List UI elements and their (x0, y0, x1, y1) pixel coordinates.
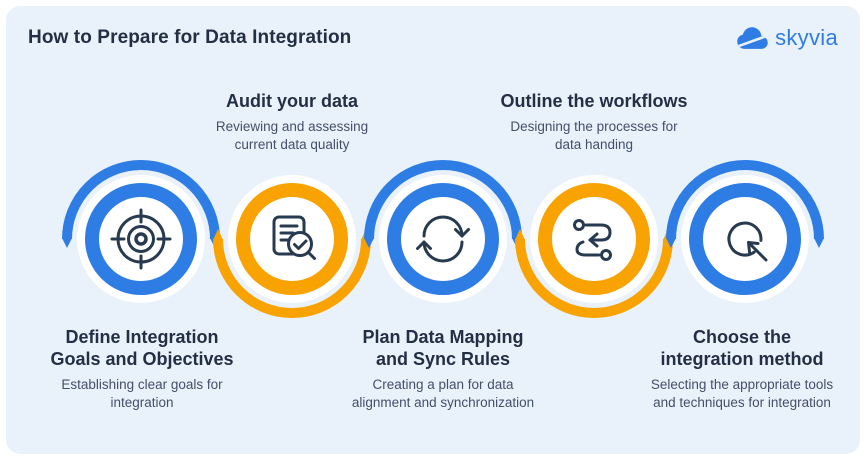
step-title: Choose the integration method (660, 327, 824, 369)
step-description: Designing the processes for data handing (510, 119, 678, 152)
step-1-label: Define Integration Goals and Objectives … (22, 326, 262, 412)
step-3-medallion (364, 160, 522, 303)
medallion-ring (387, 183, 499, 295)
document-audit-icon (272, 215, 316, 260)
step-5-label: Choose the integration method Selecting … (622, 326, 862, 412)
workflow-path-icon (573, 219, 612, 261)
skyvia-logo: skyvia (736, 25, 838, 51)
skyvia-cloud-icon (737, 27, 768, 49)
step-4-medallion (515, 175, 673, 318)
step-description: Selecting the appropriate tools and tech… (650, 377, 834, 410)
step-2-label: Audit your data Reviewing and assessing … (172, 90, 412, 154)
skyvia-logo-text: skyvia (775, 25, 838, 50)
page-title: How to Prepare for Data Integration (28, 27, 352, 48)
step-title: Outline the workflows (500, 91, 688, 111)
step-2-medallion (213, 175, 371, 318)
step-title: Plan Data Mapping and Sync Rules (362, 327, 524, 369)
target-goals-icon (110, 208, 172, 270)
step-description: Creating a plan for data alignment and s… (351, 377, 535, 410)
step-description: Establishing clear goals for integration (61, 377, 223, 410)
step-title: Define Integration Goals and Objectives (50, 327, 234, 369)
click-select-icon (727, 221, 768, 262)
step-description: Reviewing and assessing current data qua… (215, 119, 369, 152)
step-1-medallion (62, 160, 220, 303)
step-5-medallion (666, 160, 824, 303)
infographic-card: How to Prepare for Data Integration skyv… (6, 6, 860, 454)
connector-arc-top (666, 160, 824, 248)
medallion-ring (85, 183, 197, 295)
step-title: Audit your data (225, 91, 358, 111)
step-3-label: Plan Data Mapping and Sync Rules Creatin… (323, 326, 563, 412)
sync-arrows-icon (416, 215, 470, 263)
step-4-label: Outline the workflows Designing the proc… (474, 90, 714, 154)
medallion-ring (689, 183, 801, 295)
